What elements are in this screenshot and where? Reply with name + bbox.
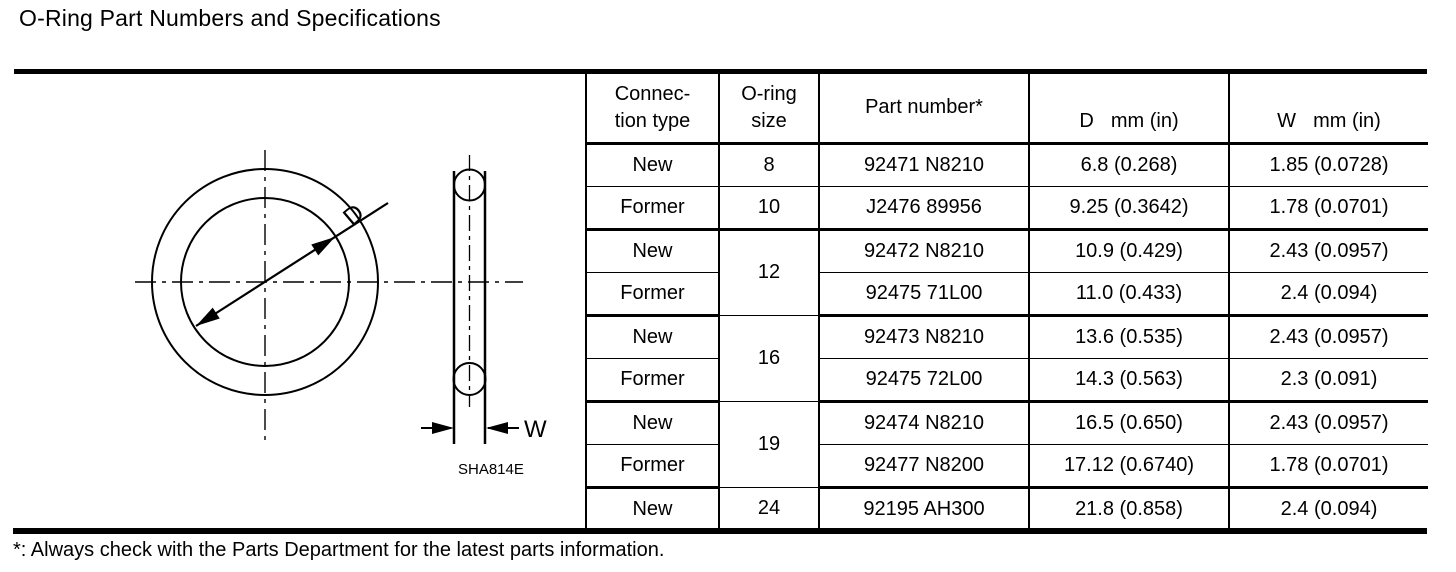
cell-part: 92471 N8210	[818, 143, 1029, 187]
cell-connection: Former	[585, 186, 719, 231]
cell-diameter: 11.0 (0.433)	[1028, 272, 1229, 317]
cell-width: 2.43 (0.0957)	[1228, 315, 1428, 359]
cell-part: 92472 N8210	[818, 229, 1029, 273]
header-part-number: Part number*	[818, 74, 1029, 145]
cell-diameter: 9.25 (0.3642)	[1028, 186, 1229, 231]
table-row: Former 92475 72L00 14.3 (0.563) 2.3 (0.0…	[585, 358, 1428, 403]
page-title: O-Ring Part Numbers and Specifications	[19, 5, 441, 31]
cell-width: 2.4 (0.094)	[1228, 272, 1428, 317]
cell-diameter: 6.8 (0.268)	[1028, 143, 1229, 187]
cell-part: 92475 72L00	[818, 358, 1029, 403]
cell-diameter: 21.8 (0.858)	[1028, 487, 1229, 530]
cell-width: 1.85 (0.0728)	[1228, 143, 1428, 187]
cell-connection: New	[585, 143, 719, 187]
figure-code: SHA814E	[458, 461, 524, 478]
cell-connection: Former	[585, 272, 719, 317]
oring-side-view	[421, 155, 519, 444]
cell-size: 24	[718, 487, 819, 530]
cell-connection: New	[585, 487, 719, 530]
cell-part: J2476 89956	[818, 186, 1029, 231]
spec-table: Connec- tion type O-ring size Part numbe…	[585, 74, 1428, 530]
cell-part: 92475 71L00	[818, 272, 1029, 317]
header-connection-type: Connec- tion type	[585, 74, 719, 145]
cell-connection: New	[585, 401, 719, 445]
table-row: Former 92475 71L00 11.0 (0.433) 2.4 (0.0…	[585, 272, 1428, 317]
bottom-rule	[13, 528, 1427, 534]
oring-diagram: D W SHA814E	[135, 150, 547, 478]
diameter-label: D	[338, 199, 370, 232]
width-arrowhead-right	[486, 422, 508, 434]
cell-diameter: 14.3 (0.563)	[1028, 358, 1229, 403]
width-arrowhead-left	[432, 422, 454, 434]
cell-diameter: 16.5 (0.650)	[1028, 401, 1229, 445]
top-rule	[14, 69, 1427, 74]
header-row: Connec- tion type O-ring size Part numbe…	[585, 74, 1428, 145]
footnote: *: Always check with the Parts Departmen…	[13, 539, 665, 561]
cell-width: 2.3 (0.091)	[1228, 358, 1428, 403]
table-row: New 24 92195 AH300 21.8 (0.858) 2.4 (0.0…	[585, 487, 1428, 530]
cell-width: 2.43 (0.0957)	[1228, 401, 1428, 445]
cell-width: 2.4 (0.094)	[1228, 487, 1428, 530]
cell-connection: New	[585, 315, 719, 359]
cell-width: 1.78 (0.0701)	[1228, 444, 1428, 489]
cell-size: 19	[718, 401, 819, 488]
cell-size: 10	[718, 186, 819, 231]
cell-size: 16	[718, 315, 819, 402]
header-diameter-symbol: D	[1079, 109, 1094, 132]
cell-connection: Former	[585, 444, 719, 489]
cell-width: 2.43 (0.0957)	[1228, 229, 1428, 273]
table-row: New 19 92474 N8210 16.5 (0.650) 2.43 (0.…	[585, 401, 1428, 488]
cell-diameter: 17.12 (0.6740)	[1028, 444, 1229, 489]
header-width-symbol: W	[1277, 109, 1297, 132]
cell-width: 1.78 (0.0701)	[1228, 186, 1428, 231]
cell-part: 92474 N8210	[818, 401, 1029, 445]
cell-size: 8	[718, 143, 819, 187]
cell-part: 92477 N8200	[818, 444, 1029, 489]
cell-diameter: 10.9 (0.429)	[1028, 229, 1229, 273]
cell-size: 12	[718, 229, 819, 316]
table-row: Former 10 J2476 89956 9.25 (0.3642) 1.78…	[585, 186, 1428, 231]
header-width-unit: mm (in)	[1313, 109, 1381, 132]
diameter-arrow-line	[195, 202, 389, 327]
table-row: New 16 92473 N8210 13.6 (0.535) 2.43 (0.…	[585, 315, 1428, 402]
cell-connection: New	[585, 229, 719, 273]
header-oring-size: O-ring size	[718, 74, 819, 145]
cell-part: 92473 N8210	[818, 315, 1029, 359]
cell-diameter: 13.6 (0.535)	[1028, 315, 1229, 359]
diameter-arrowhead-lower	[196, 307, 220, 326]
table-row: New 8 92471 N8210 6.8 (0.268) 1.85 (0.07…	[585, 143, 1428, 187]
header-diameter-unit: mm (in)	[1110, 109, 1179, 132]
cell-part: 92195 AH300	[818, 487, 1029, 530]
table-row: Former 92477 N8200 17.12 (0.6740) 1.78 (…	[585, 444, 1428, 489]
width-label: W	[524, 416, 547, 443]
table-row: New 12 92472 N8210 10.9 (0.429) 2.43 (0.…	[585, 229, 1428, 316]
cell-connection: Former	[585, 358, 719, 403]
oring-front-view	[135, 150, 523, 442]
diameter-arrowhead-upper	[311, 237, 335, 256]
